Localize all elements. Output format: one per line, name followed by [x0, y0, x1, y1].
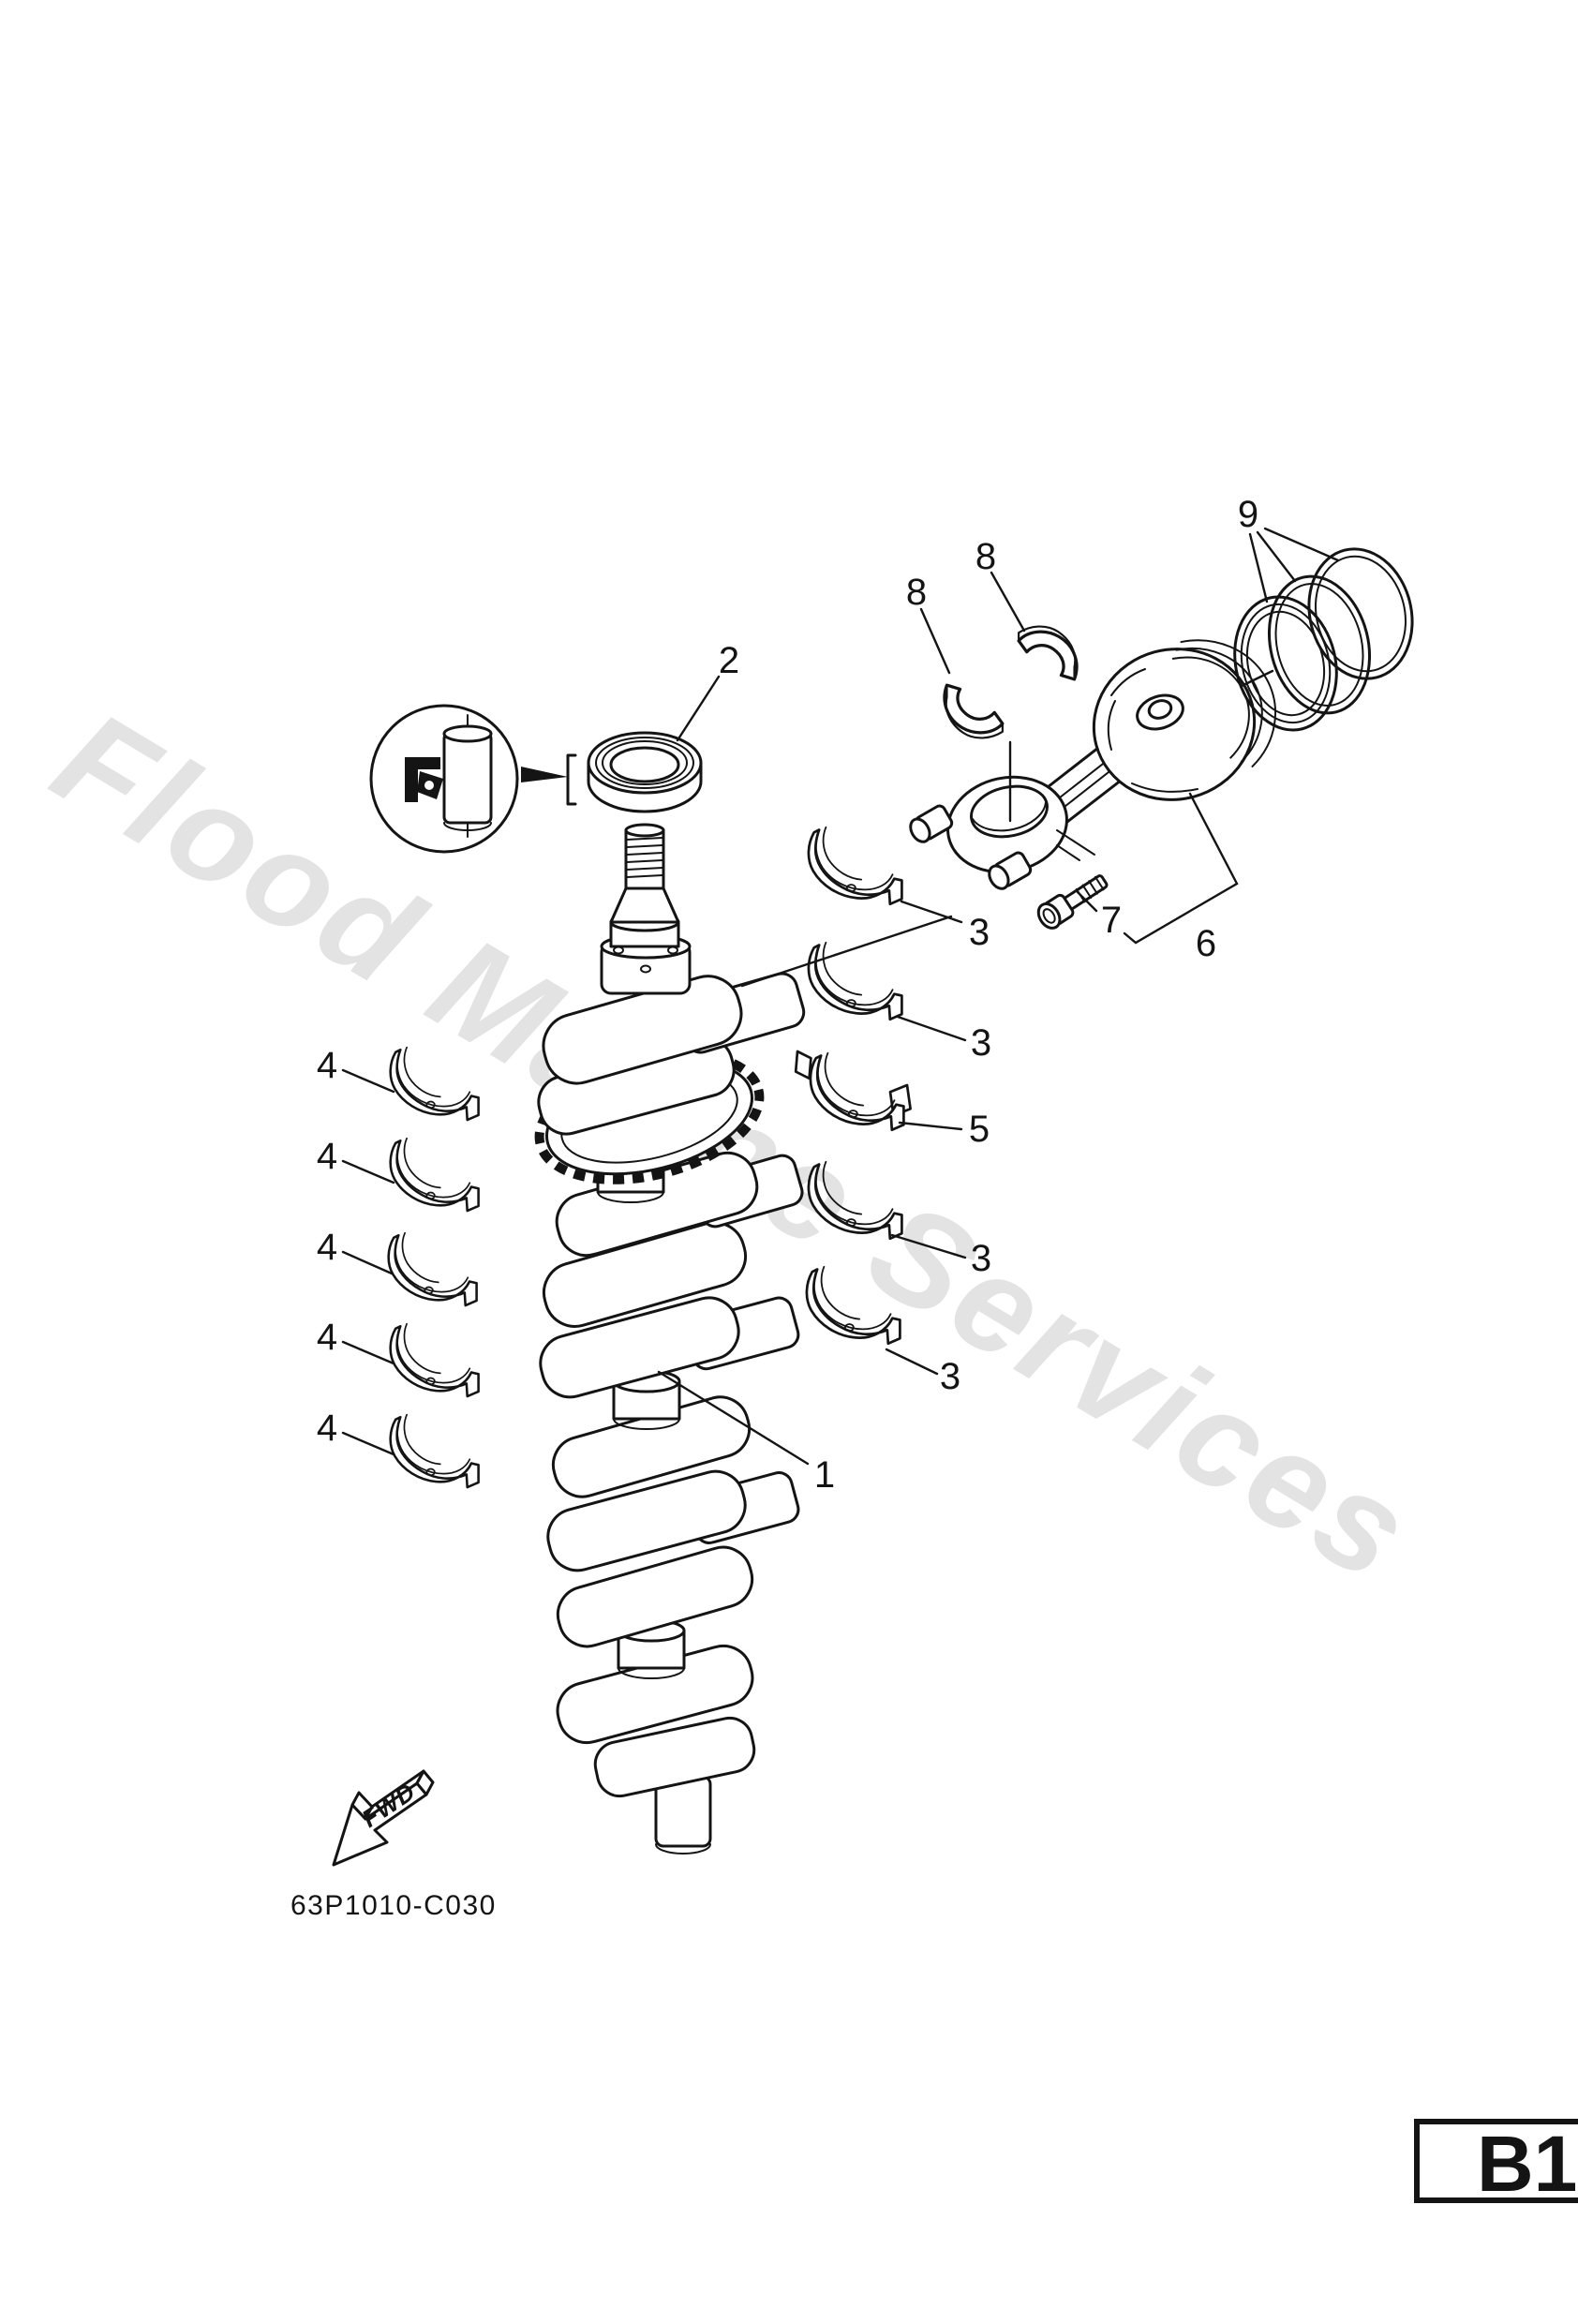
main-bearing-shell — [389, 1137, 480, 1213]
piston-ring-2 — [1267, 574, 1372, 715]
leader-4d — [341, 1340, 395, 1365]
leader-9-ring1 — [1240, 669, 1274, 688]
leader-9a — [1248, 532, 1269, 603]
rod-cap-bolt-left — [909, 804, 954, 843]
leader-4b — [341, 1159, 395, 1184]
thrust-bearing-shell — [794, 1050, 912, 1132]
crank-web7 — [546, 1469, 747, 1572]
piston-rings — [1233, 547, 1414, 732]
leader-2 — [676, 675, 721, 742]
seal-detail-circle — [369, 704, 519, 854]
callout-labels: 1 2 3 3 5 3 3 4 4 4 4 4 6 7 8 8 9 — [317, 494, 1258, 1496]
crank-web10 — [593, 1716, 756, 1798]
callout-8: 8 — [975, 536, 996, 577]
callout-4: 4 — [317, 1136, 337, 1177]
callout-3: 3 — [971, 1238, 991, 1279]
seal-section-profile-icon — [405, 757, 440, 802]
leader-9c — [1263, 527, 1340, 562]
callout-4: 4 — [317, 1045, 337, 1086]
crank-nose — [609, 823, 680, 948]
rod-cap-bolt-bottom — [988, 851, 1033, 890]
callout-7: 7 — [1101, 900, 1122, 941]
page-tab-code: B1 — [1477, 2120, 1577, 2208]
detail-bracket — [566, 753, 577, 806]
callout-3: 3 — [969, 912, 990, 953]
leader-4e — [341, 1431, 395, 1456]
leader-7 — [1076, 890, 1098, 913]
leader-3c — [890, 1233, 967, 1259]
connecting-rod-piston-assembly — [909, 639, 1276, 890]
callout-1: 1 — [814, 1454, 835, 1496]
leader-1 — [657, 1370, 810, 1466]
leader-8a — [919, 607, 951, 675]
leader-8b — [990, 571, 1026, 633]
shaft-cylinder — [442, 731, 493, 825]
leader-3a — [900, 900, 963, 924]
watermark-text: Flood Marine Services — [30, 681, 1437, 1611]
main-bearing-shell — [389, 1322, 480, 1398]
rod-bearing-shell — [943, 683, 1005, 740]
piston-ring-3 — [1307, 547, 1414, 680]
page-tab-box — [1414, 2119, 1578, 2203]
crank-threads — [626, 837, 663, 878]
rod-bolt-drawing — [1036, 874, 1109, 930]
leader-6-bracket — [1123, 792, 1239, 945]
shaft-top-ellipse — [442, 724, 493, 743]
shaft-bottom-ellipse — [443, 822, 492, 831]
leader-3b — [896, 1015, 967, 1042]
detail-arrow-icon — [521, 767, 568, 782]
seal-depth — [587, 761, 703, 813]
page-tab: B1 — [1414, 2119, 1578, 2208]
upper-main-bearing-column — [387, 1046, 480, 1489]
seal-spring-dot — [424, 781, 434, 790]
callout-2: 2 — [719, 640, 739, 681]
leader-4a — [341, 1068, 395, 1094]
thrust-flange-left — [794, 1050, 812, 1080]
leader-9b — [1256, 530, 1297, 583]
crankshaft-drawing — [534, 823, 806, 1855]
callout-6: 6 — [1196, 923, 1216, 964]
crank-web8 — [556, 1545, 754, 1648]
piston-drawing — [1092, 639, 1276, 801]
callout-9: 9 — [1238, 494, 1258, 535]
leader-3d — [885, 1348, 939, 1376]
callout-3: 3 — [971, 1022, 991, 1064]
main-bearing-shell — [807, 941, 903, 1021]
fwd-arrow-icon: FWD — [332, 1769, 435, 1867]
crank-stub-cap — [655, 1843, 711, 1855]
crank-web4 — [542, 1221, 748, 1328]
rod-bearing-shell — [1017, 624, 1079, 681]
callout-3: 3 — [940, 1356, 960, 1397]
seal-ring2 — [595, 737, 694, 789]
seal-ring3 — [602, 740, 688, 785]
rod-big-end — [909, 775, 1095, 890]
leader-3a-long — [740, 915, 953, 988]
oil-seal-drawing — [587, 731, 703, 813]
main-bearing-shell — [389, 1413, 480, 1489]
crank-journal2 — [612, 1369, 681, 1430]
leader-lines — [341, 527, 1340, 1466]
callout-5: 5 — [969, 1109, 990, 1150]
drawing-code: 63P1010-C030 — [290, 1890, 497, 1921]
callout-8: 8 — [906, 572, 927, 613]
piston-pin-hole — [1147, 699, 1173, 720]
detail-circle-outline — [369, 704, 519, 854]
crank-web5 — [539, 1296, 740, 1399]
leader-5 — [898, 1121, 963, 1131]
seal-bore — [609, 746, 680, 783]
main-bearing-shell — [807, 826, 903, 906]
leader-4c — [341, 1250, 394, 1275]
callout-4: 4 — [317, 1408, 337, 1449]
callout-4: 4 — [317, 1317, 337, 1358]
main-bearing-column — [794, 826, 912, 1346]
callout-4: 4 — [317, 1227, 337, 1268]
crank-web1 — [542, 975, 743, 1085]
main-bearing-shell — [387, 1231, 478, 1307]
